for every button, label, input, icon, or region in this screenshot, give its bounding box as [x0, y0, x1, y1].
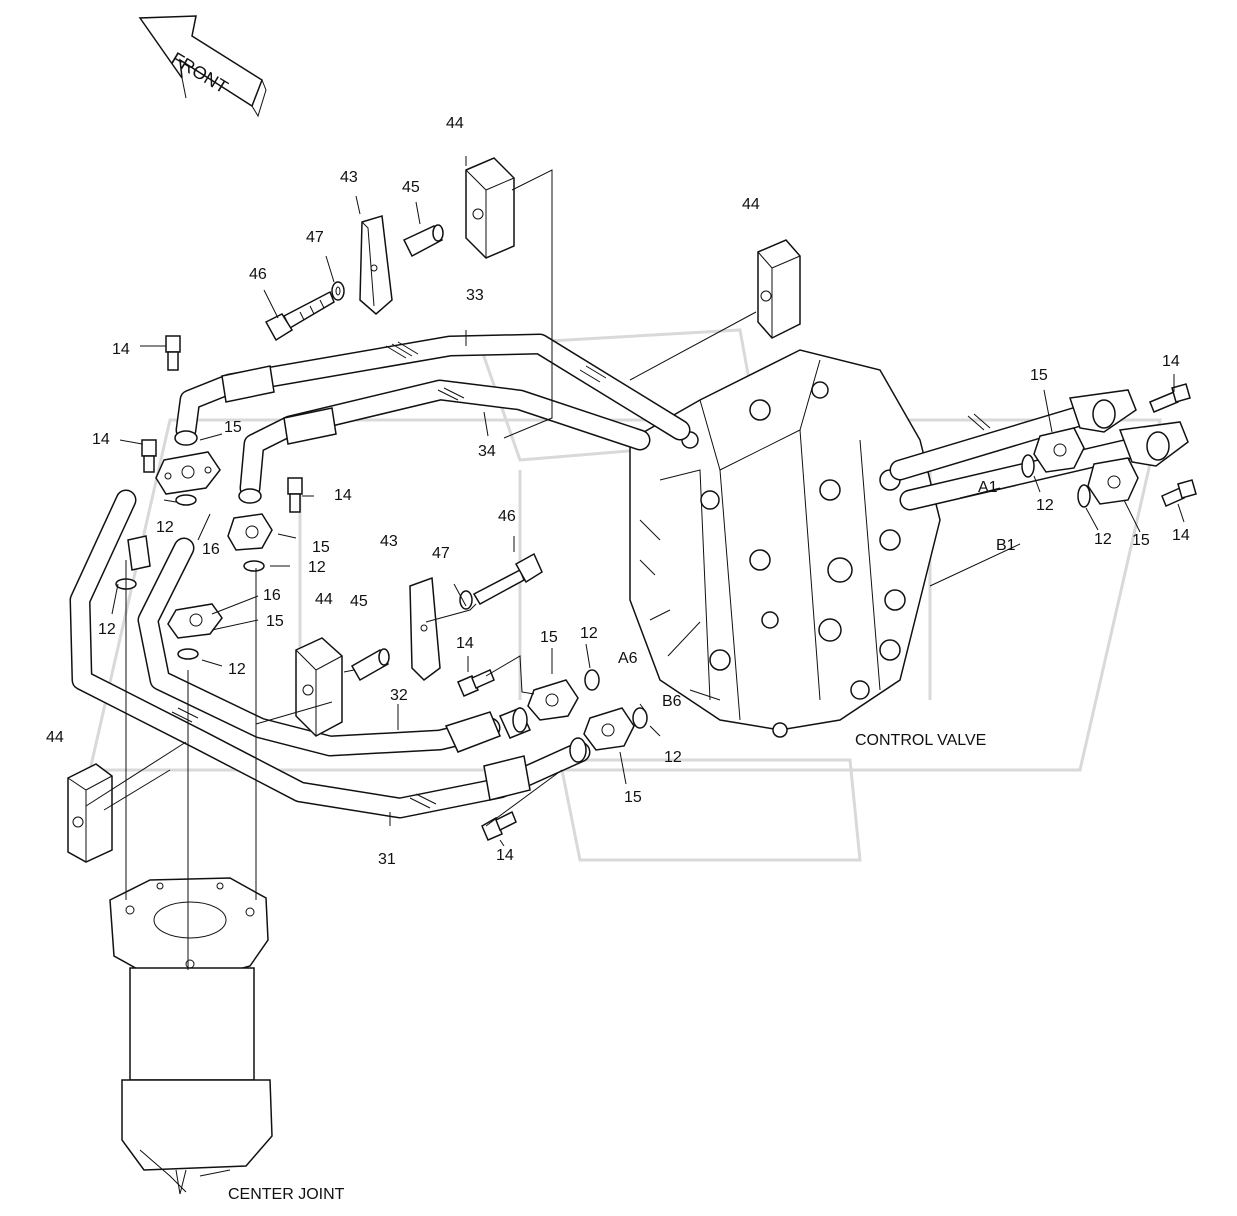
label-15-g: 15: [1132, 532, 1150, 549]
label-46-mid: 46: [498, 508, 516, 525]
oring-12-a1: [1021, 454, 1035, 478]
label-44-left: 44: [46, 729, 64, 746]
flange-15-b6: [583, 707, 635, 751]
label-12-c: 12: [98, 621, 116, 638]
label-12-a: 12: [156, 519, 174, 536]
split-flange-16-left: [127, 535, 151, 571]
washer-47-mid: [459, 590, 473, 610]
flange-15-lower-left: [167, 603, 223, 639]
clamp-44-top: [465, 157, 515, 259]
label-34: 34: [478, 443, 496, 460]
bolt-46-top: [264, 290, 335, 342]
clamp-44-left: [67, 763, 113, 863]
flange-15-b1: [1087, 457, 1139, 505]
flange-15-upper-left: [155, 451, 221, 495]
plate-43-top: [359, 215, 393, 315]
label-45-top: 45: [402, 179, 420, 196]
label-15-b: 15: [312, 539, 330, 556]
label-b6: B6: [662, 693, 682, 710]
flange-15-a6: [527, 679, 579, 721]
label-15-c: 15: [266, 613, 284, 630]
label-44-right: 44: [742, 196, 760, 213]
oring-12-b6: [632, 707, 648, 729]
label-a6: A6: [618, 650, 638, 667]
label-12-e: 12: [580, 625, 598, 642]
label-control-valve: CONTROL VALVE: [855, 732, 986, 749]
bolt-14-upper-left-a: [165, 335, 181, 371]
label-a1: A1: [978, 479, 998, 496]
label-center-joint: CENTER JOINT: [228, 1186, 345, 1203]
label-16-b: 16: [263, 587, 281, 604]
washer-47-top: [331, 281, 345, 301]
label-33: 33: [466, 287, 484, 304]
label-47-mid: 47: [432, 545, 450, 562]
label-b1: B1: [996, 537, 1016, 554]
label-14-d: 14: [456, 635, 474, 652]
label-12-d: 12: [228, 661, 246, 678]
label-43-top: 43: [340, 169, 358, 186]
bolt-14-mid-left: [287, 477, 303, 513]
leader-lines: [85, 156, 1185, 970]
spacer-45-top: [402, 224, 444, 258]
flange-15-a1: [1033, 427, 1085, 473]
split-flange-16-upper: [227, 513, 273, 551]
bolt-14-right-upper: [1149, 383, 1191, 413]
bolt-14-upper-left-b: [141, 439, 157, 473]
hose-32: [137, 537, 532, 757]
label-15-f: 15: [1030, 367, 1048, 384]
label-15-d: 15: [540, 629, 558, 646]
label-16-a: 16: [202, 541, 220, 558]
label-43-mid: 43: [380, 533, 398, 550]
hose-33: [174, 333, 691, 446]
oring-12-lower-left: [177, 648, 199, 660]
label-46-top: 46: [249, 266, 267, 283]
label-14-b: 14: [92, 431, 110, 448]
label-12-h: 12: [1094, 531, 1112, 548]
label-15-a: 15: [224, 419, 242, 436]
label-44-mid: 44: [315, 591, 333, 608]
oring-12-upper-left: [175, 494, 197, 506]
plate-43-mid: [409, 576, 441, 681]
hose-31: [69, 489, 591, 819]
label-14-f: 14: [1162, 353, 1180, 370]
label-14-g: 14: [1172, 527, 1190, 544]
label-32: 32: [390, 687, 408, 704]
spacer-45-mid: [350, 648, 390, 682]
hose-34: [238, 379, 651, 504]
center-joint: [109, 877, 273, 1195]
bolt-46-mid: [472, 552, 543, 606]
label-15-e: 15: [624, 789, 642, 806]
label-12-b: 12: [308, 559, 326, 576]
label-44-top: 44: [446, 115, 464, 132]
label-14-a: 14: [112, 341, 130, 358]
clamp-44-right: [757, 239, 801, 339]
label-47-top: 47: [306, 229, 324, 246]
label-45-mid: 45: [350, 593, 368, 610]
oring-12-b1: [1077, 484, 1091, 508]
oring-12-a6: [584, 669, 600, 691]
bolt-14-right-lower: [1161, 479, 1197, 508]
label-12-g: 12: [1036, 497, 1054, 514]
clamp-44-mid: [295, 637, 343, 737]
oring-12-mid-left: [243, 560, 265, 572]
label-31: 31: [378, 851, 396, 868]
label-12-f: 12: [664, 749, 682, 766]
front-arrow-icon: FRONT: [138, 15, 267, 118]
label-14-e: 14: [496, 847, 514, 864]
bolt-14-b6: [481, 810, 517, 841]
label-14-c: 14: [334, 487, 352, 504]
control-valve: [629, 349, 941, 738]
